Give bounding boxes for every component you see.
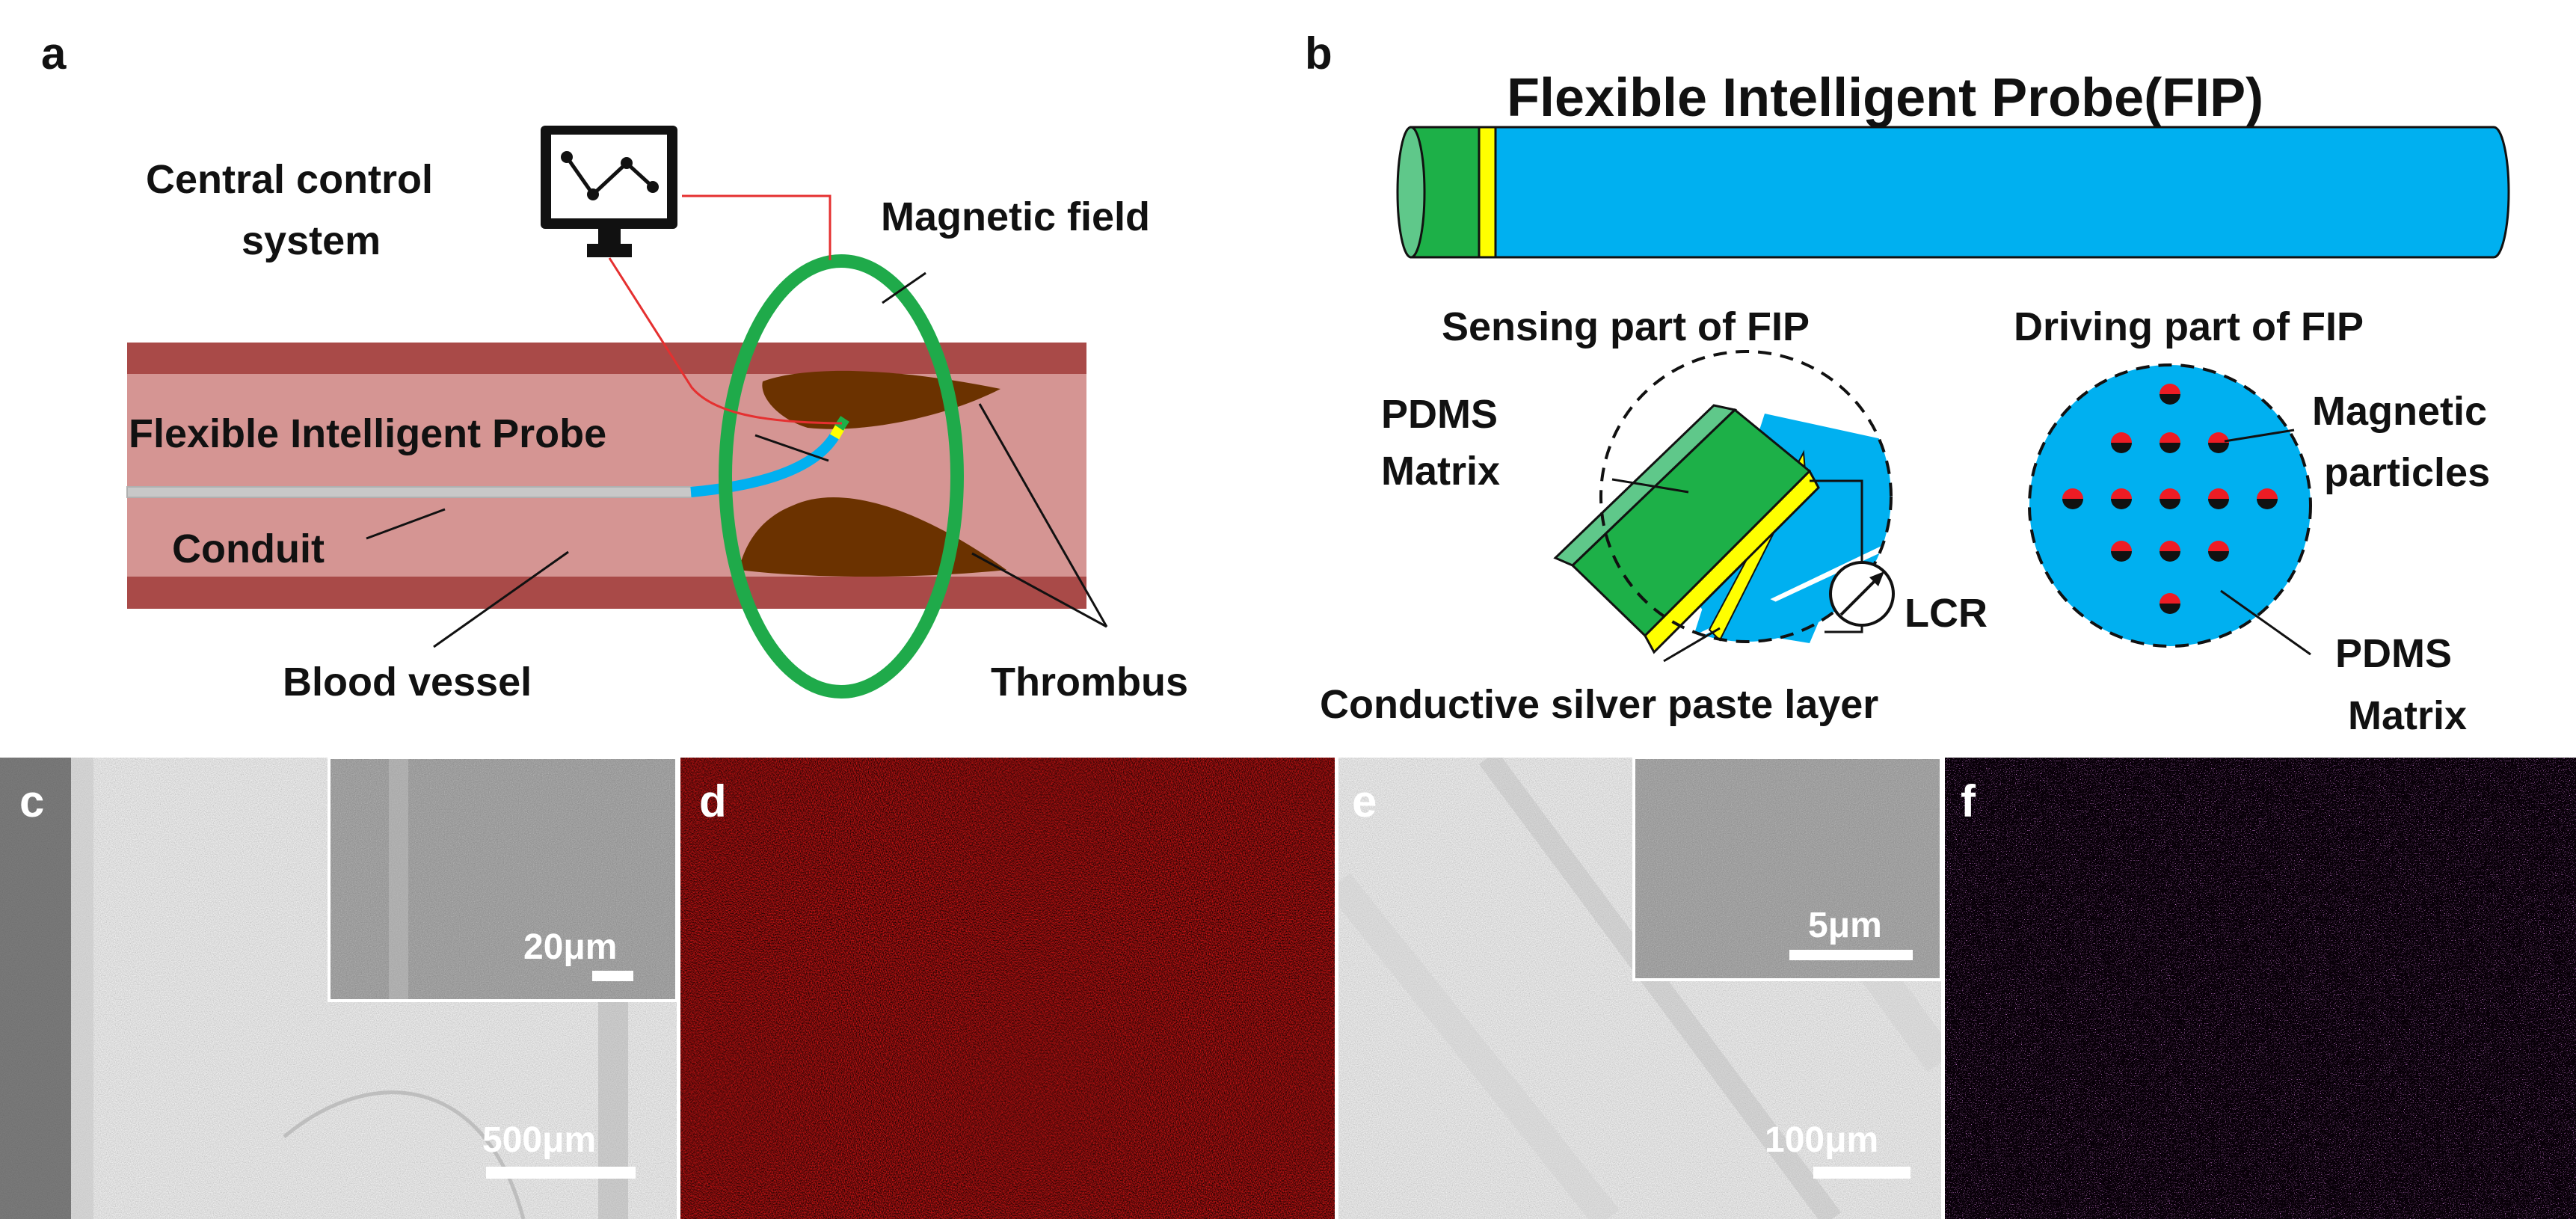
wire-to-coil xyxy=(682,194,831,260)
label-blood-vessel: Blood vessel xyxy=(283,660,532,704)
panel-b-letter: b xyxy=(1305,28,1332,79)
magnetic-coil xyxy=(719,254,964,699)
panel-e-letter: e xyxy=(1352,776,1377,826)
fip-cylinder xyxy=(1396,126,2510,259)
scale-bar-c-inset xyxy=(592,971,633,981)
panel-a: a xyxy=(41,28,1188,704)
magnetic-particle xyxy=(2160,488,2180,509)
vessel-wall-bottom xyxy=(127,577,1086,609)
scale-bar-label-c: 500μm xyxy=(482,1120,596,1160)
magnetic-particle xyxy=(2208,541,2229,562)
conduit xyxy=(126,486,692,498)
label-central-control-2: system xyxy=(242,218,381,263)
magnetic-particle xyxy=(2208,432,2229,453)
leader-thrombus-top xyxy=(978,403,1108,627)
label-lcr: LCR xyxy=(1905,591,1988,636)
label-pdms-matrix-1: PDMS xyxy=(1381,392,1498,437)
magnetic-particle xyxy=(2160,384,2180,405)
panel-e: e 5μm 100μm xyxy=(1338,756,1943,1219)
magnetic-particle xyxy=(2111,432,2132,453)
magnetic-particle xyxy=(2111,488,2132,509)
scale-bar-e-inset xyxy=(1789,950,1913,960)
probe-body xyxy=(690,431,841,497)
fip-title: Flexible Intelligent Probe(FIP) xyxy=(1507,68,2263,128)
magnetic-particle xyxy=(2208,488,2229,509)
sensing-part-diagram xyxy=(1553,350,1895,663)
label-magnetic-particles-1: Magnetic xyxy=(2312,389,2487,434)
panel-c: c 20μm 500μm xyxy=(0,756,678,1219)
vessel-wall-top xyxy=(127,343,1086,374)
scale-bar-label-e-inset: 5μm xyxy=(1808,906,1882,945)
scale-bar-e xyxy=(1813,1167,1911,1179)
label-pdms-matrix-2b: Matrix xyxy=(2348,693,2467,738)
panel-f-letter: f xyxy=(1961,776,1976,826)
leader-blood-vessel xyxy=(433,550,569,648)
label-magnetic-field: Magnetic field xyxy=(881,194,1150,239)
magnetic-particle xyxy=(2062,488,2083,509)
panel-c-letter: c xyxy=(19,776,44,826)
magnetic-particles xyxy=(2062,384,2278,614)
label-pdms-matrix-2: PDMS xyxy=(2335,631,2452,676)
panel-d: d xyxy=(680,758,1335,1219)
label-conduit: Conduit xyxy=(172,526,325,571)
scale-bar-c xyxy=(486,1167,636,1179)
leader-probe xyxy=(754,434,829,462)
label-probe: Flexible Intelligent Probe xyxy=(129,411,606,456)
leader-conduit xyxy=(366,508,446,540)
panel-a-letter: a xyxy=(41,28,67,79)
label-thrombus: Thrombus xyxy=(991,660,1188,704)
magnetic-particle xyxy=(2257,488,2278,509)
leader-thrombus-bottom xyxy=(971,552,1107,628)
driving-part-title: Driving part of FIP xyxy=(2014,304,2364,349)
magnetic-particle xyxy=(2160,432,2180,453)
magnetic-particle xyxy=(2160,541,2180,562)
lcr-meter-icon xyxy=(1829,561,1895,627)
scale-bar-label-c-inset: 20μm xyxy=(523,927,617,967)
panel-b: b Flexible Intelligent Probe(FIP) Sensin… xyxy=(1305,28,2510,738)
label-magnetic-particles-2: particles xyxy=(2324,450,2490,495)
leader-magnetic-field xyxy=(882,271,926,304)
sensing-part-title: Sensing part of FIP xyxy=(1442,304,1810,349)
monitor-icon xyxy=(541,126,677,257)
magnetic-particle xyxy=(2111,541,2132,562)
driving-part-diagram xyxy=(2028,363,2312,656)
wire-to-probe xyxy=(608,257,843,425)
label-pdms-matrix-1b: Matrix xyxy=(1381,449,1500,494)
label-silver-layer: Conductive silver paste layer xyxy=(1320,682,1878,727)
magnetic-particle xyxy=(2160,593,2180,614)
scale-bar-label-e: 100μm xyxy=(1765,1120,1878,1160)
panel-f: f xyxy=(1945,758,2576,1219)
thrombus-bottom xyxy=(739,497,1006,577)
panel-d-letter: d xyxy=(699,776,727,826)
sensing-dashed-circle xyxy=(1599,350,1893,643)
label-central-control-1: Central control xyxy=(146,157,433,202)
